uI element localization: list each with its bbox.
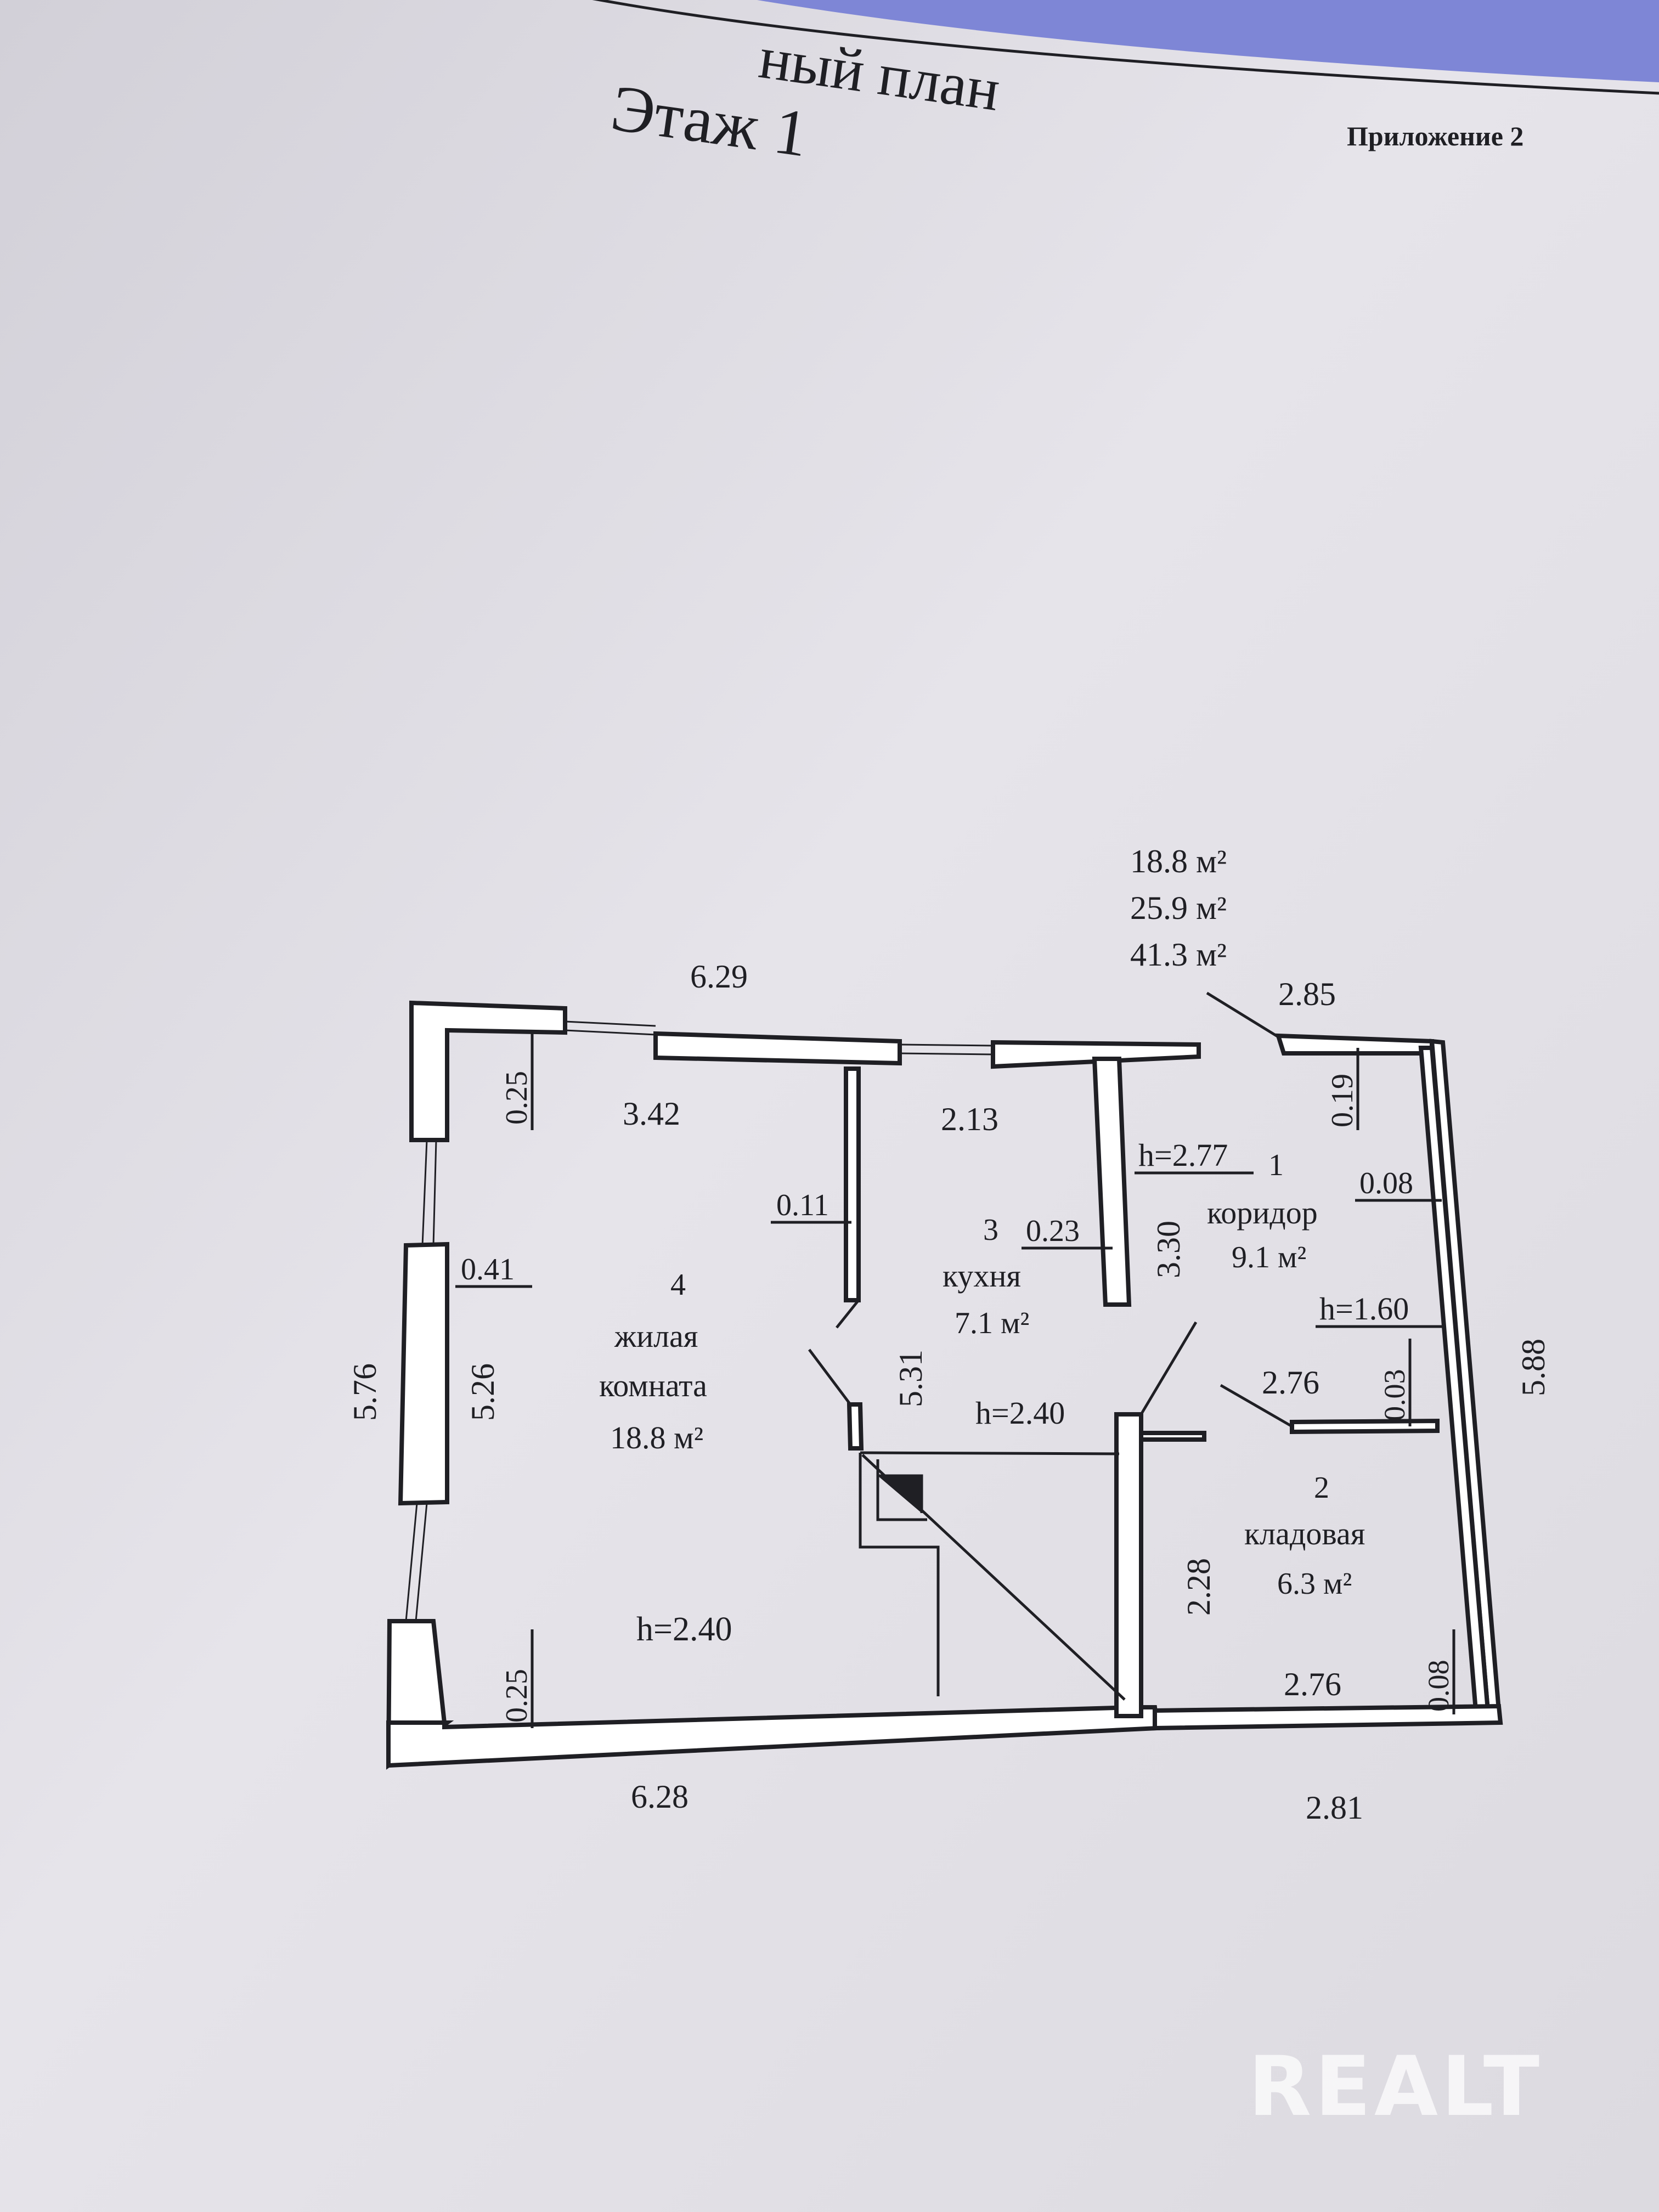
room-label-living: 4 жилая комната 18.8 м² xyxy=(599,1268,707,1455)
auxiliary-area-total: 25.9 м² xyxy=(1130,890,1227,926)
dimension-label: 0.03 xyxy=(1378,1369,1411,1421)
room-label-corridor: 1 коридор 9.1 м² xyxy=(1207,1148,1318,1274)
dimension-label: 3.30 xyxy=(1150,1221,1187,1278)
dimension-label: 0.08 xyxy=(1359,1166,1413,1200)
ceiling-heights: h=2.77 h=1.60 h=2.40 h=2.40 xyxy=(636,1137,1444,1648)
dimension-label: 2.81 xyxy=(1306,1790,1363,1826)
room-area: 18.8 м² xyxy=(610,1420,703,1455)
room-label-kitchen: 3 кухня 7.1 м² xyxy=(943,1213,1029,1340)
dimension-label: 5.76 xyxy=(347,1363,383,1421)
dimension-label: 2.85 xyxy=(1278,976,1336,1012)
room-name: комната xyxy=(599,1368,707,1403)
dimensions: 6.29 6.28 2.81 5.76 5.88 2.85 3.42 5.26 … xyxy=(347,958,1551,1826)
room-number: 3 xyxy=(983,1213,998,1247)
doors xyxy=(808,991,1293,1428)
dimension-label: 0.25 xyxy=(500,1071,534,1125)
realt-watermark: REALT xyxy=(1248,2039,1543,2135)
total-area: 41.3 м² xyxy=(1130,936,1227,973)
dimension-label: 6.29 xyxy=(690,958,748,995)
room-number: 4 xyxy=(670,1268,686,1302)
dimension-label: 0.23 xyxy=(1026,1214,1080,1248)
room-name: кладовая xyxy=(1244,1516,1365,1551)
room-label-storage: 2 кладовая 6.3 м² xyxy=(1244,1471,1365,1601)
dimension-label: 2.76 xyxy=(1262,1364,1319,1401)
room-area: 7.1 м² xyxy=(955,1306,1029,1340)
windows xyxy=(405,1020,994,1622)
dimension-label: 5.31 xyxy=(893,1350,929,1407)
walls xyxy=(386,1000,1503,1770)
room-name: кухня xyxy=(943,1258,1021,1294)
height-label: h=2.40 xyxy=(975,1395,1065,1431)
room-name: жилая xyxy=(614,1318,698,1354)
appendix-label: Приложение 2 xyxy=(1347,121,1523,151)
dimension-label: 0.19 xyxy=(1325,1074,1359,1127)
dimension-label: 2.13 xyxy=(941,1101,998,1137)
dimension-label: 6.28 xyxy=(631,1779,689,1815)
room-number: 1 xyxy=(1268,1148,1284,1182)
page-border-line xyxy=(592,0,1659,95)
height-label: h=1.60 xyxy=(1319,1291,1409,1327)
room-area: 9.1 м² xyxy=(1232,1240,1306,1274)
room-area: 6.3 м² xyxy=(1277,1567,1352,1601)
living-area-total: 18.8 м² xyxy=(1130,843,1227,879)
dimension-label: 2.76 xyxy=(1284,1666,1341,1702)
dimension-label: 0.08 xyxy=(1422,1660,1455,1712)
dimension-label: 3.42 xyxy=(623,1096,680,1132)
background-cloth-corner xyxy=(757,0,1659,82)
dimension-label: 0.25 xyxy=(500,1669,534,1723)
staircase xyxy=(859,1451,1126,1701)
height-label: h=2.77 xyxy=(1138,1137,1228,1173)
dimension-label: 0.41 xyxy=(461,1252,515,1286)
height-label: h=2.40 xyxy=(636,1611,732,1648)
dimension-label: 2.28 xyxy=(1181,1558,1217,1616)
dimension-label: 5.88 xyxy=(1515,1339,1551,1396)
dimension-label: 0.11 xyxy=(776,1188,829,1222)
dimension-label: 5.26 xyxy=(465,1363,501,1421)
room-name: коридор xyxy=(1207,1195,1318,1231)
room-number: 2 xyxy=(1314,1471,1329,1505)
